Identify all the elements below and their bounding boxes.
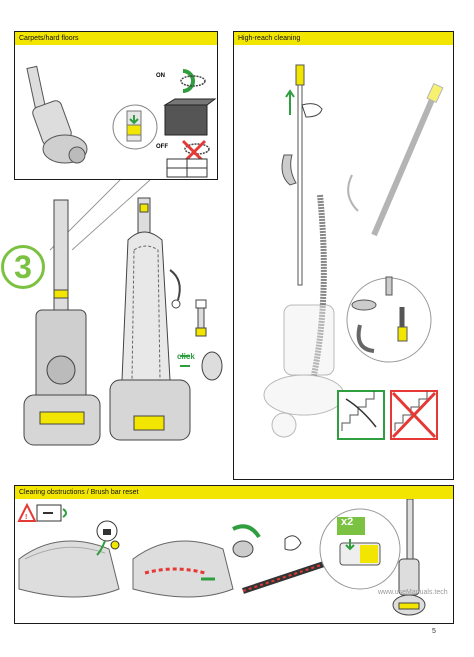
- vacuum-tilted-icon: [26, 65, 88, 164]
- obstructions-illustration: !: [17, 499, 426, 616]
- label-on: ON: [156, 73, 165, 79]
- panel-high-reach-cleaning: High-reach cleaning: [233, 31, 454, 480]
- main-vacuum-illustration: [23, 180, 223, 446]
- carpets-illustration: [26, 65, 217, 178]
- click-parts-icon: [195, 299, 223, 381]
- stairs-ok-icon: [337, 390, 385, 440]
- page-number: 5: [432, 628, 436, 635]
- vacuum-front-icon: [23, 199, 101, 446]
- vacuum-back-icon: [109, 197, 191, 441]
- panel-title-obstructions: Clearing obstructions / Brush bar reset: [15, 486, 453, 499]
- rotate-arrow-icon: [182, 69, 195, 93]
- step-number-badge: 3: [1, 245, 45, 289]
- warning-icon: [17, 502, 37, 522]
- rotate-cap-icon: [232, 524, 261, 539]
- svg-text:!: !: [25, 514, 27, 521]
- vacuum-upright-icon: [392, 499, 426, 616]
- times-label: x2: [341, 516, 354, 528]
- label-off: OFF: [156, 144, 168, 150]
- panel-clearing-obstructions: Clearing obstructions / Brush bar reset …: [14, 485, 454, 624]
- watermark: www.useManuals.tech: [378, 589, 448, 596]
- high-reach-illustration: [263, 64, 444, 440]
- click-label: click: [177, 352, 195, 361]
- panel-carpets-hard-floors: Carpets/hard floors ON OFF: [14, 31, 218, 180]
- step-number: 3: [14, 249, 32, 285]
- panel-title-carpets: Carpets/hard floors: [15, 32, 217, 45]
- panel-title-high-reach: High-reach cleaning: [234, 32, 453, 45]
- carpet-icon: [164, 104, 208, 136]
- hand-icon: [301, 103, 323, 118]
